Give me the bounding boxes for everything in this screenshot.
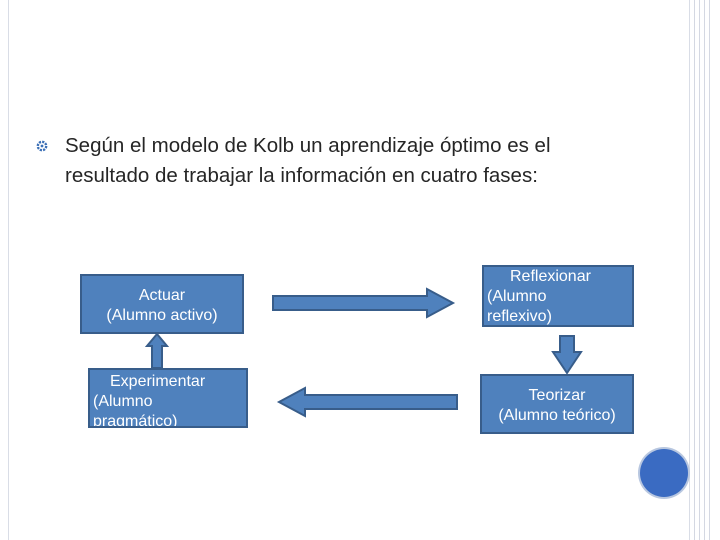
phase-subtitle: reflexivo) <box>487 308 552 325</box>
arrow-right-icon <box>272 287 456 319</box>
phase-subtitle: (Alumno <box>487 288 547 305</box>
phase-title: Actuar <box>138 287 186 304</box>
decorative-circle <box>640 449 688 497</box>
intro-line-1: Según el modelo de Kolb un aprendizaje ó… <box>65 134 551 157</box>
arrow-down-icon <box>551 335 583 375</box>
intro-line-2: resultado de trabajar la información en … <box>65 164 538 187</box>
phase-box-reflexionar: Reflexionar (Alumno reflexivo) <box>482 265 634 327</box>
arrow-left-icon <box>276 386 458 418</box>
arrow-up-icon <box>144 332 170 369</box>
slide-frame <box>8 0 690 540</box>
phase-box-teorizar: Teorizar (Alumno teórico) <box>480 374 634 434</box>
phase-title: Reflexionar <box>510 268 591 285</box>
intro-text: Según el modelo de Kolb un aprendizaje ó… <box>65 131 665 191</box>
phase-title: Experimentar <box>110 373 206 390</box>
gear-bullet-icon <box>36 140 48 152</box>
phase-box-experimentar: Experimentar (Alumno pragmático) <box>88 368 248 428</box>
phase-subtitle: pragmático) <box>93 413 178 428</box>
edge-decoration <box>694 0 714 540</box>
phase-subtitle: (Alumno activo) <box>106 307 218 324</box>
phase-box-actuar: Actuar (Alumno activo) <box>80 274 244 334</box>
phase-subtitle: (Alumno <box>93 393 153 410</box>
phase-title: Teorizar <box>528 387 586 404</box>
phase-subtitle: (Alumno teórico) <box>498 407 616 424</box>
